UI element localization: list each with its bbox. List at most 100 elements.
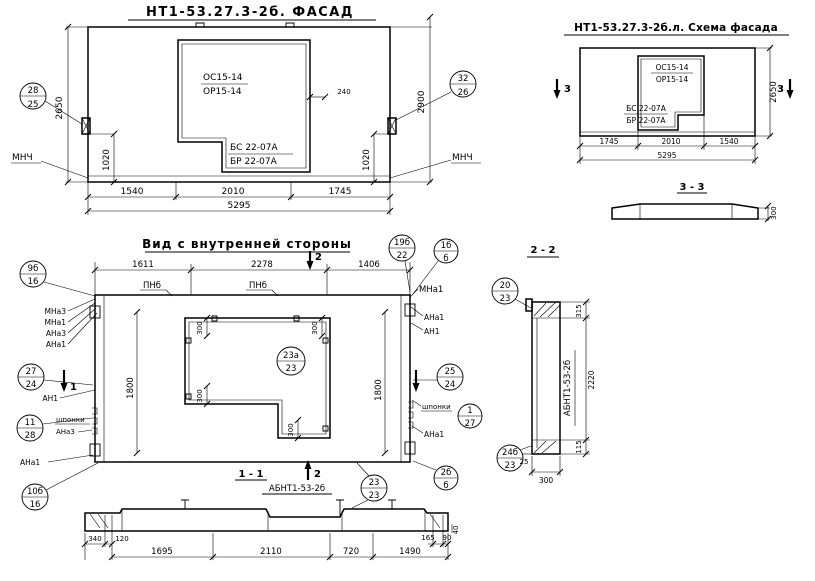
inner-dim-top-2: 2278 (251, 260, 273, 270)
leader-line (356, 462, 370, 477)
inner-dim-300: 300 (196, 321, 204, 334)
section-3-3-profile (611, 203, 759, 220)
sec11-dim-2110: 2110 (260, 547, 282, 557)
inner-left-stack: МНа3 МНа1 АНа3 АНа1 (45, 298, 98, 349)
inner-label-pnb-2: ПНб (246, 281, 279, 297)
inner-300-dim-lines (206, 318, 323, 438)
facade-dim-bottom-1: 1540 (121, 187, 144, 197)
callout-number: 22 (397, 251, 408, 261)
facade-dim-1020l-ticks (110, 130, 118, 186)
inner-key-notches (92, 401, 414, 435)
facade-dim-right-ticks (426, 13, 434, 186)
schema-title: НТ1-53.27.3-2б.л. Схема фасада (574, 22, 778, 34)
section-1-1-label: АБНТ1-53-2б (269, 484, 325, 494)
facade-lintel-mark-top: БС 22-07А (230, 143, 278, 153)
inner-section-mark-2-top: 2 (306, 251, 322, 270)
stack-label: АНа3 (46, 329, 66, 338)
sec11-dim-90: 90 (443, 534, 452, 542)
leader-line (42, 417, 93, 425)
schema-dim-right-ticks (766, 44, 774, 140)
inner-callout-19b: 19б 22 (388, 234, 416, 293)
facade-window-mark-top: ОС15-14 (203, 73, 243, 83)
sec22-dim-300: 300 (539, 476, 554, 485)
inner-1800-right-ticks (381, 308, 389, 457)
callout-number: 24 (26, 380, 37, 390)
leader-line (514, 298, 532, 309)
callout-number: 16 (30, 500, 41, 510)
inner-opening-inner (188, 321, 327, 435)
facade-loop-right (387, 117, 397, 135)
leader-line (40, 160, 89, 179)
inner-dim-300: 300 (287, 423, 295, 436)
inner-label-ana1-left-bottom: АНа1 (20, 454, 94, 467)
facade-dim-bottom-3: 1745 (329, 187, 352, 197)
section-2-2-top-hook (525, 298, 533, 312)
facade-dim-bottom-2: 2010 (222, 187, 245, 197)
facade-anchor-right: МНЧ (389, 153, 481, 179)
schema-dim-bottom-3: 1540 (719, 137, 738, 146)
leader-line (404, 260, 411, 293)
inner-callout-10b: 10б 16 (21, 462, 99, 511)
section-1-1-dim-lines (84, 515, 449, 560)
section-3-3: 3 - 3 300 (611, 182, 778, 223)
callout-number: 20 (500, 281, 511, 291)
sec22-callout-bottom: 24б 23 (496, 444, 532, 472)
section-1-1-header: 1 - 1 АБНТ1-53-2б (235, 469, 332, 495)
inner-opening-fixings (185, 315, 329, 432)
facade-panel-outline (87, 26, 391, 183)
callout-number: 23 (369, 478, 380, 488)
leader-line (351, 499, 369, 509)
section-3-3-dim: 300 (770, 206, 778, 219)
section-1-1-profile-details (89, 509, 441, 531)
shponki-label: шпонки (422, 403, 451, 411)
schema-section-mark-left: 3 (553, 79, 571, 99)
callout-number: 27 (465, 419, 476, 429)
stack-label: АНа1 (46, 340, 66, 349)
inner-callout-23a: 23а 23 (276, 346, 306, 376)
schema-dim-bottom-1: 1745 (599, 137, 618, 146)
inner-panel-outline (94, 294, 411, 463)
callout-number: 1б (441, 241, 452, 251)
callout-number: 23 (500, 294, 511, 304)
pnb-label: ПНб (249, 281, 267, 291)
section-1-1-view: 340 120 165 90 1695 2110 720 1490 40 (81, 499, 460, 561)
inner-section-mark-1-left: 1 (60, 370, 77, 393)
schema-bottom-dim-lines (579, 115, 756, 164)
facade-title: НТ1-53.27.3-2б. ФАСАД (146, 5, 354, 20)
leader-line (59, 389, 96, 399)
anchor-label: МНЧ (12, 153, 33, 163)
facade-loop-right-cross (387, 117, 397, 135)
inner-callout-9b: 9б 16 (19, 260, 96, 297)
facade-dim-left-lines (66, 26, 88, 183)
facade-dim-right-lines (390, 17, 432, 183)
anchor-label: МНЧ (452, 153, 473, 163)
leader-line (412, 260, 439, 295)
leader-line (77, 429, 93, 433)
section-mark-number: 2 (314, 469, 321, 480)
sec11-dim-1490: 1490 (399, 547, 421, 557)
facade-lifting-loops (195, 22, 295, 27)
schema-bottom-dim-ticks (576, 142, 759, 164)
facade-dim-height-right: 2900 (417, 90, 427, 113)
facade-window-mark-bottom: ОР15-14 (203, 87, 242, 97)
inner-edge-detail (404, 441, 416, 455)
facade-dim-1020l-lines (90, 133, 115, 182)
leader-line (411, 399, 422, 407)
facade-callout-right: 32 26 (395, 70, 477, 121)
section-2-2-dim-lines (560, 301, 590, 455)
facade-dim-left-ticks (64, 23, 72, 186)
inner-callout-1: 1 27 (457, 403, 483, 429)
sec22-dim-2220: 2220 (587, 370, 596, 389)
section-1-1-title: 1 - 1 (238, 469, 263, 480)
inner-top-dim-ticks (91, 266, 414, 274)
facade-dim-total: 5295 (228, 201, 251, 211)
inner-edge-detail (89, 443, 101, 457)
shponki-label: шпонки (56, 416, 85, 424)
leader-line (389, 159, 452, 179)
callout-number: б (443, 481, 448, 491)
sec11-dim-720: 720 (343, 547, 359, 557)
section-3-3-title: 3 - 3 (679, 182, 704, 193)
inner-label-shponki-left: шпонки (55, 416, 90, 425)
